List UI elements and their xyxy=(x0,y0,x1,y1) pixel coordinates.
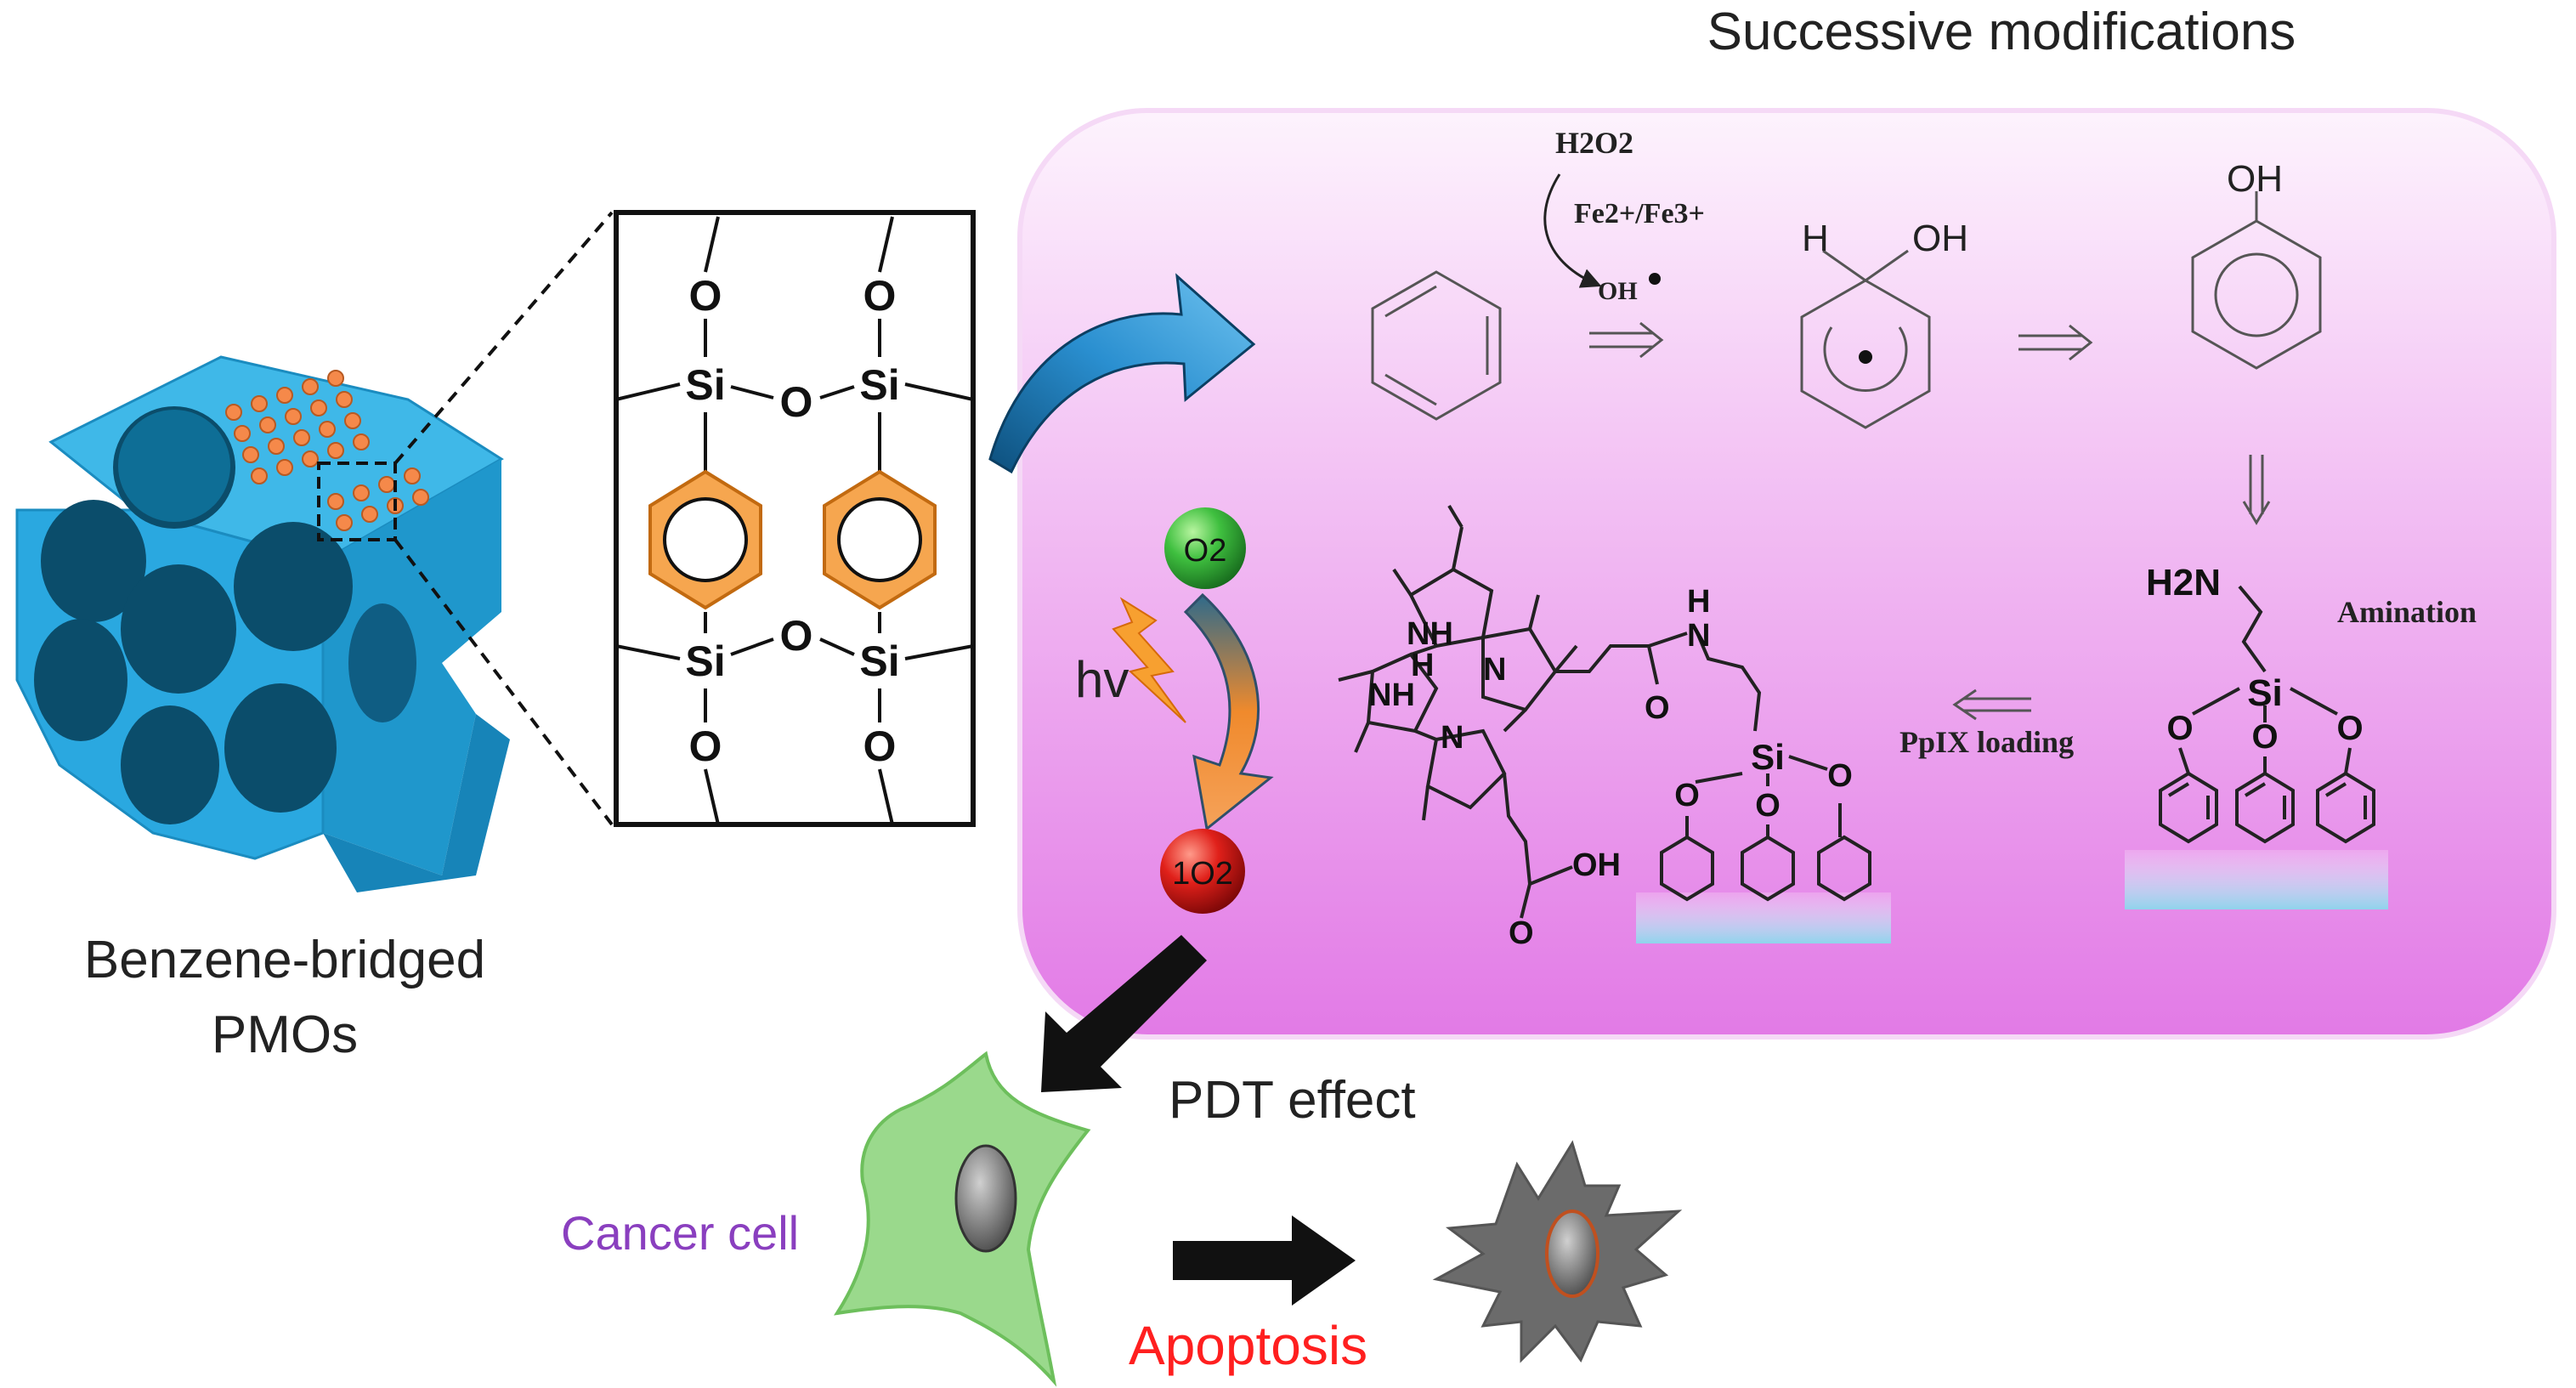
lightning-bolt-icon xyxy=(1112,597,1186,723)
atom-n: N xyxy=(1441,720,1464,756)
amination-label: Amination xyxy=(2337,595,2477,629)
atom-o: O xyxy=(1755,788,1781,824)
zoom-line-top xyxy=(393,211,614,465)
h-label: H xyxy=(1802,218,1829,259)
cyclohexadienyl-radical xyxy=(1800,279,1931,429)
aminated-surface: H2N Si O O O xyxy=(2125,562,2388,909)
framework-structure: O O Si O Si O Si Si O O xyxy=(614,210,976,827)
cell-nucleus xyxy=(954,1144,1017,1253)
atom-h: H xyxy=(1687,584,1710,620)
phenol-oh-label: OH xyxy=(2227,158,2283,200)
conversion-arrow xyxy=(1183,592,1274,831)
oxygen-molecule xyxy=(1164,507,1246,589)
atom-o: O xyxy=(863,272,897,320)
o2-label: O2 xyxy=(1184,533,1227,569)
atom-o: O xyxy=(1645,690,1670,726)
singlet-o2-label: 1O2 xyxy=(1172,856,1233,892)
apoptotic-nucleus xyxy=(1545,1210,1599,1298)
atom-o: O xyxy=(1674,778,1700,813)
down-double-arrow xyxy=(2242,455,2271,525)
atom-si: Si xyxy=(685,361,725,409)
atom-n: N xyxy=(1687,618,1710,654)
atom-si: Si xyxy=(859,637,899,685)
atom-h: H xyxy=(1411,648,1434,683)
atom-si: Si xyxy=(859,361,899,409)
atom-nh: NH xyxy=(1368,677,1415,713)
curved-arrow-icon xyxy=(988,273,1256,474)
oh-radical-label: OH xyxy=(1598,277,1638,305)
atom-si: Si xyxy=(685,637,725,685)
title: Successive modifications xyxy=(1707,3,2296,61)
right-arrow-icon xyxy=(1173,1215,1356,1306)
apoptosis-label: Apoptosis xyxy=(1129,1315,1367,1376)
pmo-label-line2: PMOs xyxy=(212,1006,358,1064)
atom-nh: NH xyxy=(1407,616,1453,652)
atom-o: O xyxy=(689,272,722,320)
atom-o: O xyxy=(2166,710,2193,747)
pdt-effect-label: PDT effect xyxy=(1169,1071,1416,1130)
atom-o: O xyxy=(780,378,813,426)
modification-panel xyxy=(1017,108,2556,1040)
atom-oh: OH xyxy=(1572,847,1621,883)
down-left-arrow-icon xyxy=(1041,935,1207,1092)
double-arrow xyxy=(1589,321,1664,359)
atom-o: O xyxy=(1827,758,1853,794)
pmo-label-line1: Benzene-bridged xyxy=(84,931,485,989)
atom-si: Si xyxy=(1751,737,1785,777)
ppix-surface: Si O O O xyxy=(1636,628,1891,943)
atom-si: Si xyxy=(2247,672,2283,714)
left-double-arrow xyxy=(1952,688,2031,721)
singlet-oxygen xyxy=(1160,829,1245,914)
pmo-particle xyxy=(15,355,510,892)
radical-dot xyxy=(1649,273,1661,285)
benzene-ring xyxy=(1371,270,1502,421)
atom-o: O xyxy=(689,722,722,770)
atom-o: O xyxy=(2251,718,2278,756)
atom-o: O xyxy=(2336,710,2363,747)
cancer-cell-label: Cancer cell xyxy=(561,1206,799,1260)
atom-o: O xyxy=(863,722,897,770)
ppix-loading-label: PpIX loading xyxy=(1899,725,2074,759)
phenol-ring xyxy=(2191,191,2322,370)
atom-n: N xyxy=(1483,652,1506,688)
double-arrow xyxy=(2018,324,2093,361)
h2n-label: H2N xyxy=(2146,562,2221,603)
atom-o: O xyxy=(1509,915,1534,951)
oh-label: OH xyxy=(1912,218,1968,259)
fe-label: Fe2+/Fe3+ xyxy=(1574,198,1705,229)
porphyrin-molecule: NH H N NH N O H N OH O xyxy=(1338,504,1710,951)
atom-o: O xyxy=(780,612,813,660)
hv-label: hv xyxy=(1075,651,1129,708)
h2o2-label: H2O2 xyxy=(1555,126,1633,160)
reagent-arrow xyxy=(1543,173,1602,288)
radical-dot xyxy=(1859,350,1872,364)
